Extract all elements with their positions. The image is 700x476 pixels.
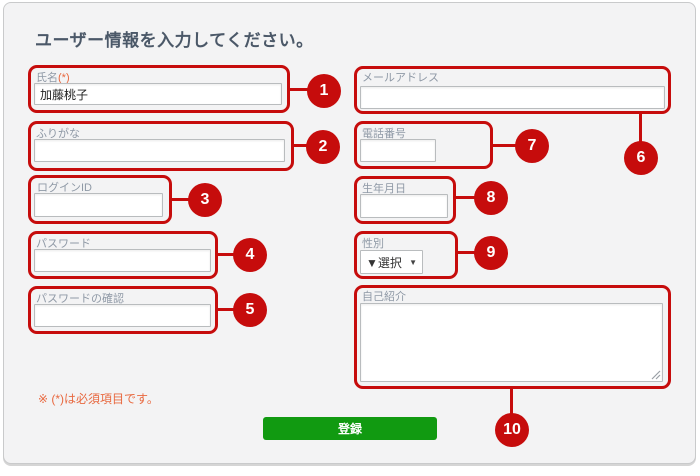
annotation-connector-6 xyxy=(639,112,642,146)
annotation-box-9 xyxy=(354,231,458,279)
annotation-box-7 xyxy=(354,121,493,169)
bio-label: 自己紹介 xyxy=(362,291,406,303)
annotation-connector-7 xyxy=(491,144,521,147)
annotation-badge-8: 8 xyxy=(474,181,508,215)
annotation-box-3 xyxy=(28,175,172,224)
annotation-box-5 xyxy=(28,286,218,334)
annotation-box-10 xyxy=(354,285,671,389)
annotation-box-8 xyxy=(354,176,456,224)
annotation-box-6 xyxy=(354,66,671,114)
required-note: ※ (*)は必須項目です。 xyxy=(38,392,159,406)
email-label: メールアドレス xyxy=(362,72,439,84)
annotation-badge-10: 10 xyxy=(495,413,529,447)
annotation-badge-4: 4 xyxy=(233,238,267,272)
password-confirm-input[interactable] xyxy=(34,304,211,327)
annotation-badge-6: 6 xyxy=(624,141,658,175)
password-input[interactable] xyxy=(34,249,211,272)
furigana-input[interactable] xyxy=(34,139,285,162)
login-id-input[interactable] xyxy=(34,193,163,217)
annotation-badge-2: 2 xyxy=(306,130,340,164)
annotation-connector-1 xyxy=(288,88,312,91)
bio-textarea[interactable] xyxy=(360,303,663,382)
password-confirm-label: パスワードの確認 xyxy=(36,293,124,305)
birth-date-input[interactable] xyxy=(360,194,448,218)
name-label-text: 氏名 xyxy=(36,72,58,84)
gender-label: 性別 xyxy=(362,238,384,250)
phone-input[interactable] xyxy=(360,139,436,162)
gender-selected-value: ▼選択 xyxy=(366,255,402,270)
email-input[interactable] xyxy=(360,86,665,109)
annotation-connector-8 xyxy=(454,196,480,199)
gender-select[interactable]: ▼選択 ▼ xyxy=(360,250,423,274)
phone-label: 電話番号 xyxy=(362,128,406,140)
birth-date-label: 生年月日 xyxy=(362,183,406,195)
furigana-label: ふりがな xyxy=(36,128,80,140)
annotation-connector-3 xyxy=(170,198,194,201)
annotation-badge-5: 5 xyxy=(233,293,267,327)
annotation-box-2 xyxy=(28,121,294,171)
annotation-box-1 xyxy=(28,65,290,113)
annotation-connector-10 xyxy=(510,387,513,418)
page-title: ユーザー情報を入力してください。 xyxy=(35,31,314,50)
name-input[interactable] xyxy=(34,83,282,105)
annotation-badge-9: 9 xyxy=(474,236,508,270)
annotation-connector-4 xyxy=(216,253,240,256)
annotation-badge-1: 1 xyxy=(307,74,341,108)
annotation-box-4 xyxy=(28,231,218,279)
annotation-badge-3: 3 xyxy=(188,183,222,217)
annotation-connector-2 xyxy=(292,144,312,147)
login-id-label: ログインID xyxy=(37,182,92,194)
password-label: パスワード xyxy=(36,238,91,250)
register-button[interactable]: 登録 xyxy=(263,417,437,440)
name-label: 氏名(*) xyxy=(36,69,70,85)
annotation-connector-5 xyxy=(216,308,240,311)
chevron-down-icon: ▼ xyxy=(409,257,417,267)
required-mark: (*) xyxy=(58,72,70,84)
annotation-connector-9 xyxy=(456,251,480,254)
annotation-badge-7: 7 xyxy=(515,129,549,163)
